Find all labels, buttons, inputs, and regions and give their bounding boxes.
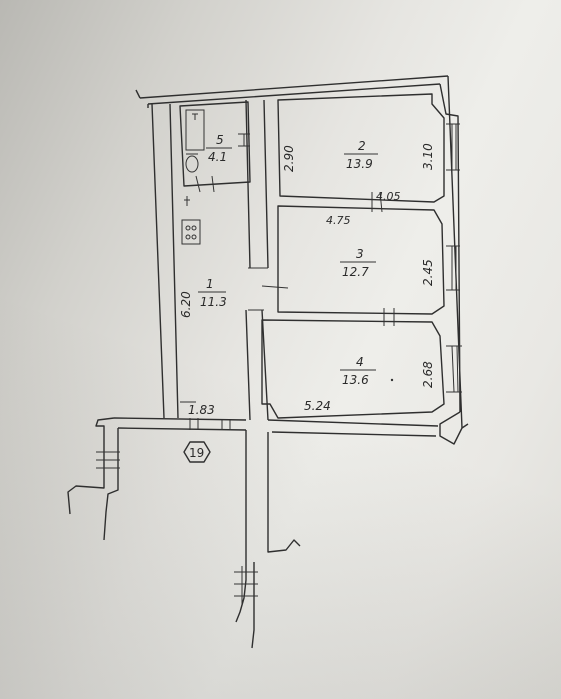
corridor-wall-left <box>245 99 251 421</box>
stairwell-walls <box>67 417 439 649</box>
room-2-door <box>371 191 383 213</box>
room-2-walls <box>277 93 445 203</box>
outer-walls <box>135 75 469 445</box>
outer-wall-bottom-right <box>439 411 469 445</box>
toilet-icon <box>185 155 199 173</box>
room-2-area: 13.9 <box>346 157 373 171</box>
kitchen-sink-icon <box>184 196 190 206</box>
room-3-door <box>383 308 395 326</box>
interior-walls <box>179 93 462 421</box>
dim-room-3-right: 2.45 <box>421 259 435 286</box>
apartment-number: 19 <box>189 446 204 460</box>
room-1-area: 11.3 <box>200 295 227 309</box>
stairwell-left-window <box>96 451 120 469</box>
room-4-walls <box>261 319 445 419</box>
room-5-area: 4.1 <box>208 150 227 164</box>
bathroom-door <box>195 175 215 193</box>
room-4-number: 4 <box>356 355 364 369</box>
dim-room-2-height: 2.90 <box>282 145 296 172</box>
stairwell-corridor <box>235 430 301 649</box>
room-2-number: 2 <box>358 139 366 153</box>
apartment-number-badge: 19 <box>183 441 211 463</box>
stairwell-left <box>67 417 119 541</box>
labels: 2 13.9 3 12.7 4 13.6 1 11.3 5 4.1 6.20 1… <box>179 133 435 417</box>
dim-room-4-width: 5.24 <box>304 399 331 413</box>
hexagon-icon <box>183 441 211 463</box>
room-5-walls <box>179 101 251 187</box>
corridor-doorway <box>248 267 289 311</box>
dim-room-2-right: 3.10 <box>421 143 435 170</box>
outer-wall-top <box>135 75 449 108</box>
outer-wall-right <box>439 75 463 429</box>
dim-room-4-right: 2.68 <box>421 361 435 388</box>
stove-icon <box>181 219 201 245</box>
sink-icon <box>238 133 250 147</box>
dim-room-2-width: 4.05 <box>376 190 401 203</box>
room-1-number: 1 <box>206 277 214 291</box>
window-room-2 <box>446 123 460 171</box>
window-room-4 <box>446 345 462 393</box>
room-3-area: 12.7 <box>342 265 369 279</box>
dim-room-1-length: 6.20 <box>179 291 193 318</box>
room-3-walls <box>277 205 445 315</box>
entrance-door <box>189 418 231 430</box>
room-3-number: 3 <box>356 247 364 261</box>
stairwell-corridor-window <box>234 566 258 604</box>
dim-room-3-width: 4.75 <box>326 214 351 227</box>
dim-room-1-width: 1.83 <box>188 403 215 417</box>
room-4-area: 13.6 <box>342 373 369 387</box>
corridor-wall-right <box>261 99 269 421</box>
fixtures <box>181 109 250 245</box>
apartment-bottom-wall <box>113 417 439 437</box>
room-4-marker <box>390 378 394 382</box>
bathtub-icon <box>185 109 205 151</box>
outer-wall-left <box>151 103 179 419</box>
room-5-number: 5 <box>216 133 224 147</box>
window-room-3 <box>446 245 460 291</box>
